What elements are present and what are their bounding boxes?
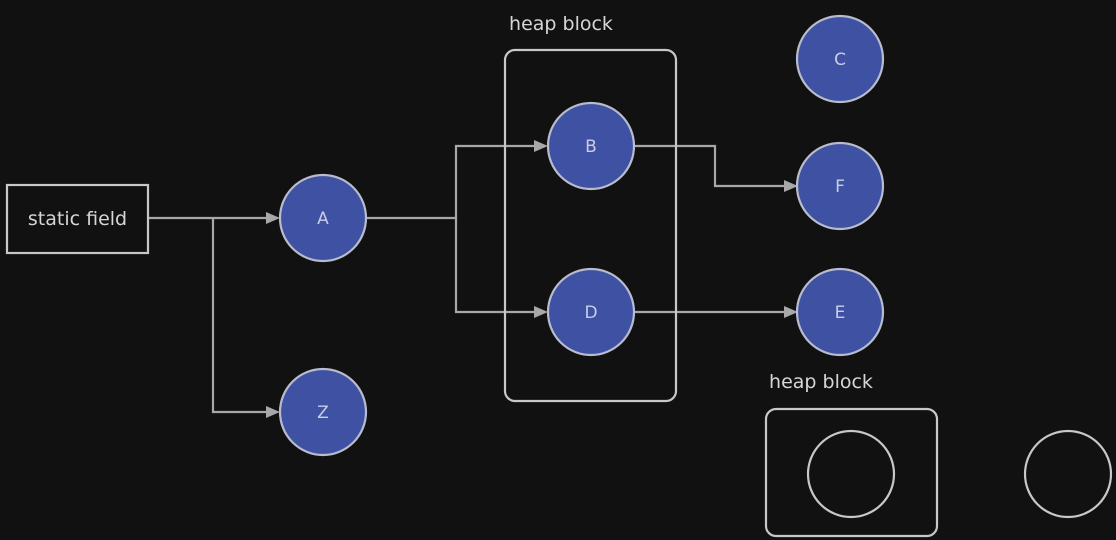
node-a[interactable]: A xyxy=(278,173,368,263)
edges xyxy=(148,140,798,418)
node-a-label: A xyxy=(317,209,329,229)
node-f-label: F xyxy=(835,177,845,197)
node-b[interactable]: B xyxy=(546,101,636,191)
node-z-label: Z xyxy=(317,403,329,423)
arrowhead-b-to-f xyxy=(784,180,798,192)
edge-b-to-f xyxy=(634,144,786,188)
edge-a-to-b xyxy=(366,144,536,220)
arrowhead-a-to-d xyxy=(534,306,548,318)
arrowhead-d-to-e xyxy=(784,306,798,318)
edge-a-to-d xyxy=(454,218,536,314)
node-c[interactable]: C xyxy=(795,14,885,104)
static-field-label: static field xyxy=(28,208,127,230)
node-f[interactable]: F xyxy=(795,141,885,231)
node-c-label: C xyxy=(834,50,846,70)
heap-block-group-2[interactable]: heap block xyxy=(764,371,939,538)
node-e[interactable]: E xyxy=(795,267,885,357)
edge-static-field-to-z xyxy=(211,218,268,414)
node-z[interactable]: Z xyxy=(278,367,368,457)
empty-node-in-heap-block[interactable] xyxy=(806,429,896,519)
node-d-label: D xyxy=(584,303,597,323)
heap-block-label-1: heap block xyxy=(509,13,613,35)
arrowhead-static-field-to-z xyxy=(266,406,280,418)
node-e-label: E xyxy=(835,303,846,323)
heap-block-label-2: heap block xyxy=(769,371,873,393)
heap-block-group-1[interactable]: heap block xyxy=(503,13,678,403)
empty-node-standalone[interactable] xyxy=(1023,429,1113,519)
node-b-label: B xyxy=(585,137,597,157)
arrowhead-static-field-to-a xyxy=(266,212,280,224)
static-field-box[interactable]: static field xyxy=(5,183,150,255)
node-d[interactable]: D xyxy=(546,267,636,357)
arrowhead-a-to-b xyxy=(534,140,548,152)
